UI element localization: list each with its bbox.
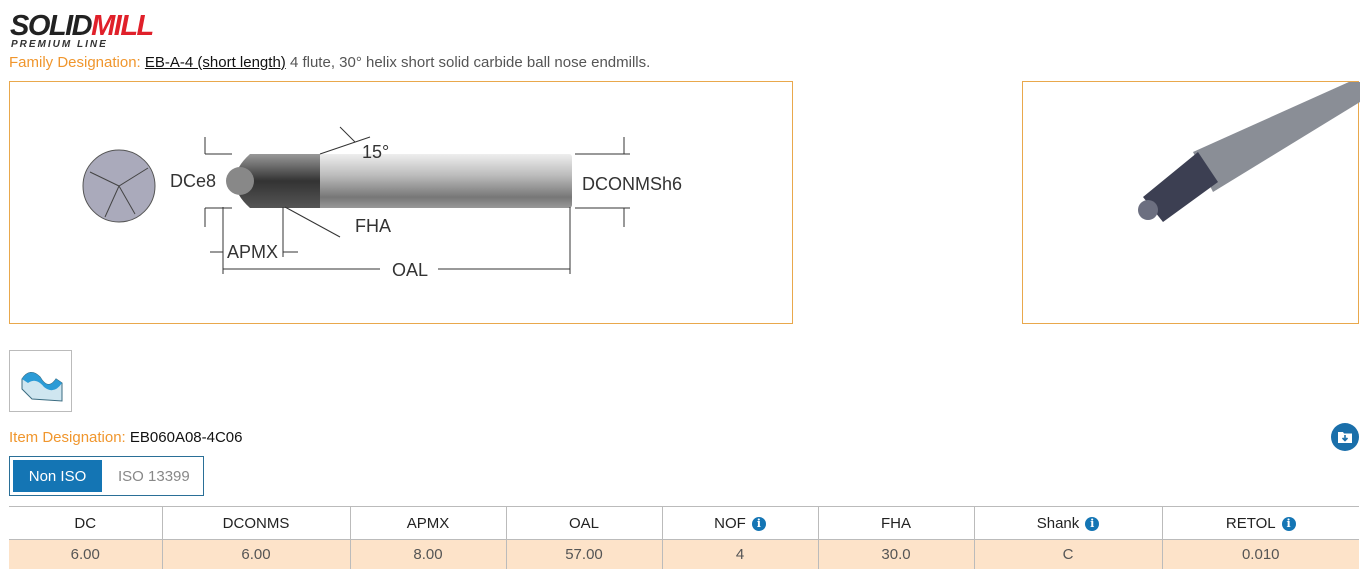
apmx-label: APMX [227,242,278,262]
header-label: Shank [1036,514,1080,532]
family-link[interactable]: EB-A-4 (short length) [144,54,286,71]
item-label: Item Designation: [9,429,126,446]
slotting-application-icon [21,372,63,402]
endmill-photo [1138,77,1360,222]
download-button[interactable] [1331,423,1359,451]
header-label: APMX [406,514,450,532]
header-label: FHA [881,514,911,532]
toggle-non-iso[interactable]: Non ISO [13,460,102,492]
fha-label: FHA [355,216,391,236]
cell-retol: 0.010 [1161,539,1359,569]
oal-label: OAL [392,260,428,280]
header-label: RETOL [1225,514,1276,532]
header-dc: DC [9,506,162,540]
header-label: DC [74,514,97,532]
application-thumbnail[interactable] [9,350,72,412]
header-label: NOF [714,514,746,532]
family-description: 4 flute, 30° helix short solid carbide b… [289,54,651,71]
tool-dimension-drawing: 15° DCe8 DCONMSh6 FHA APMX OAL [82,126,682,280]
header-apmx: APMX [349,506,506,540]
header-dconms: DCONMS [161,506,350,540]
header-nof: NOF i [661,506,818,540]
cell-fha: 30.0 [817,539,974,569]
logo-subtitle: PREMIUM LINE [11,39,108,50]
family-label: Family Designation: [9,54,141,71]
header-retol: RETOL i [1161,506,1359,540]
end-view-icon [82,149,156,223]
info-icon[interactable]: i [751,516,766,531]
dc-label: DCe8 [170,171,216,191]
logo-part2: MILL [91,10,154,42]
cell-shank: C [973,539,1162,569]
cell-oal: 57.00 [505,539,662,569]
header-oal: OAL [505,506,662,540]
solidmill-logo: SOLIDMILL [10,10,154,42]
angle-label: 15° [362,142,389,162]
header-label: OAL [568,514,599,532]
family-designation: Family Designation: EB-A-4 (short length… [9,54,650,71]
header-fha: FHA [817,506,974,540]
item-value: EB060A08-4C06 [129,429,243,446]
logo-part1: SOLID [10,10,93,42]
item-designation: Item Designation: EB060A08-4C06 [9,429,243,446]
toggle-iso-13399[interactable]: ISO 13399 [118,467,190,485]
dconms-label: DCONMSh6 [582,174,682,194]
info-icon[interactable]: i [1281,516,1296,531]
info-icon[interactable]: i [1085,516,1100,531]
cell-dc: 6.00 [9,539,162,569]
table-row: 6.00 6.00 8.00 57.00 4 30.0 C 0.010 [9,539,1359,569]
cell-dconms: 6.00 [161,539,350,569]
dimension-drawing-panel: 15° DCe8 DCONMSh6 FHA APMX OAL [9,81,793,324]
product-photo-panel [1022,77,1360,324]
standard-toggle: Non ISO ISO 13399 [9,456,204,496]
cell-apmx: 8.00 [349,539,506,569]
cell-nof: 4 [661,539,818,569]
header-label: DCONMS [222,514,290,532]
folder-download-icon [1338,432,1352,443]
